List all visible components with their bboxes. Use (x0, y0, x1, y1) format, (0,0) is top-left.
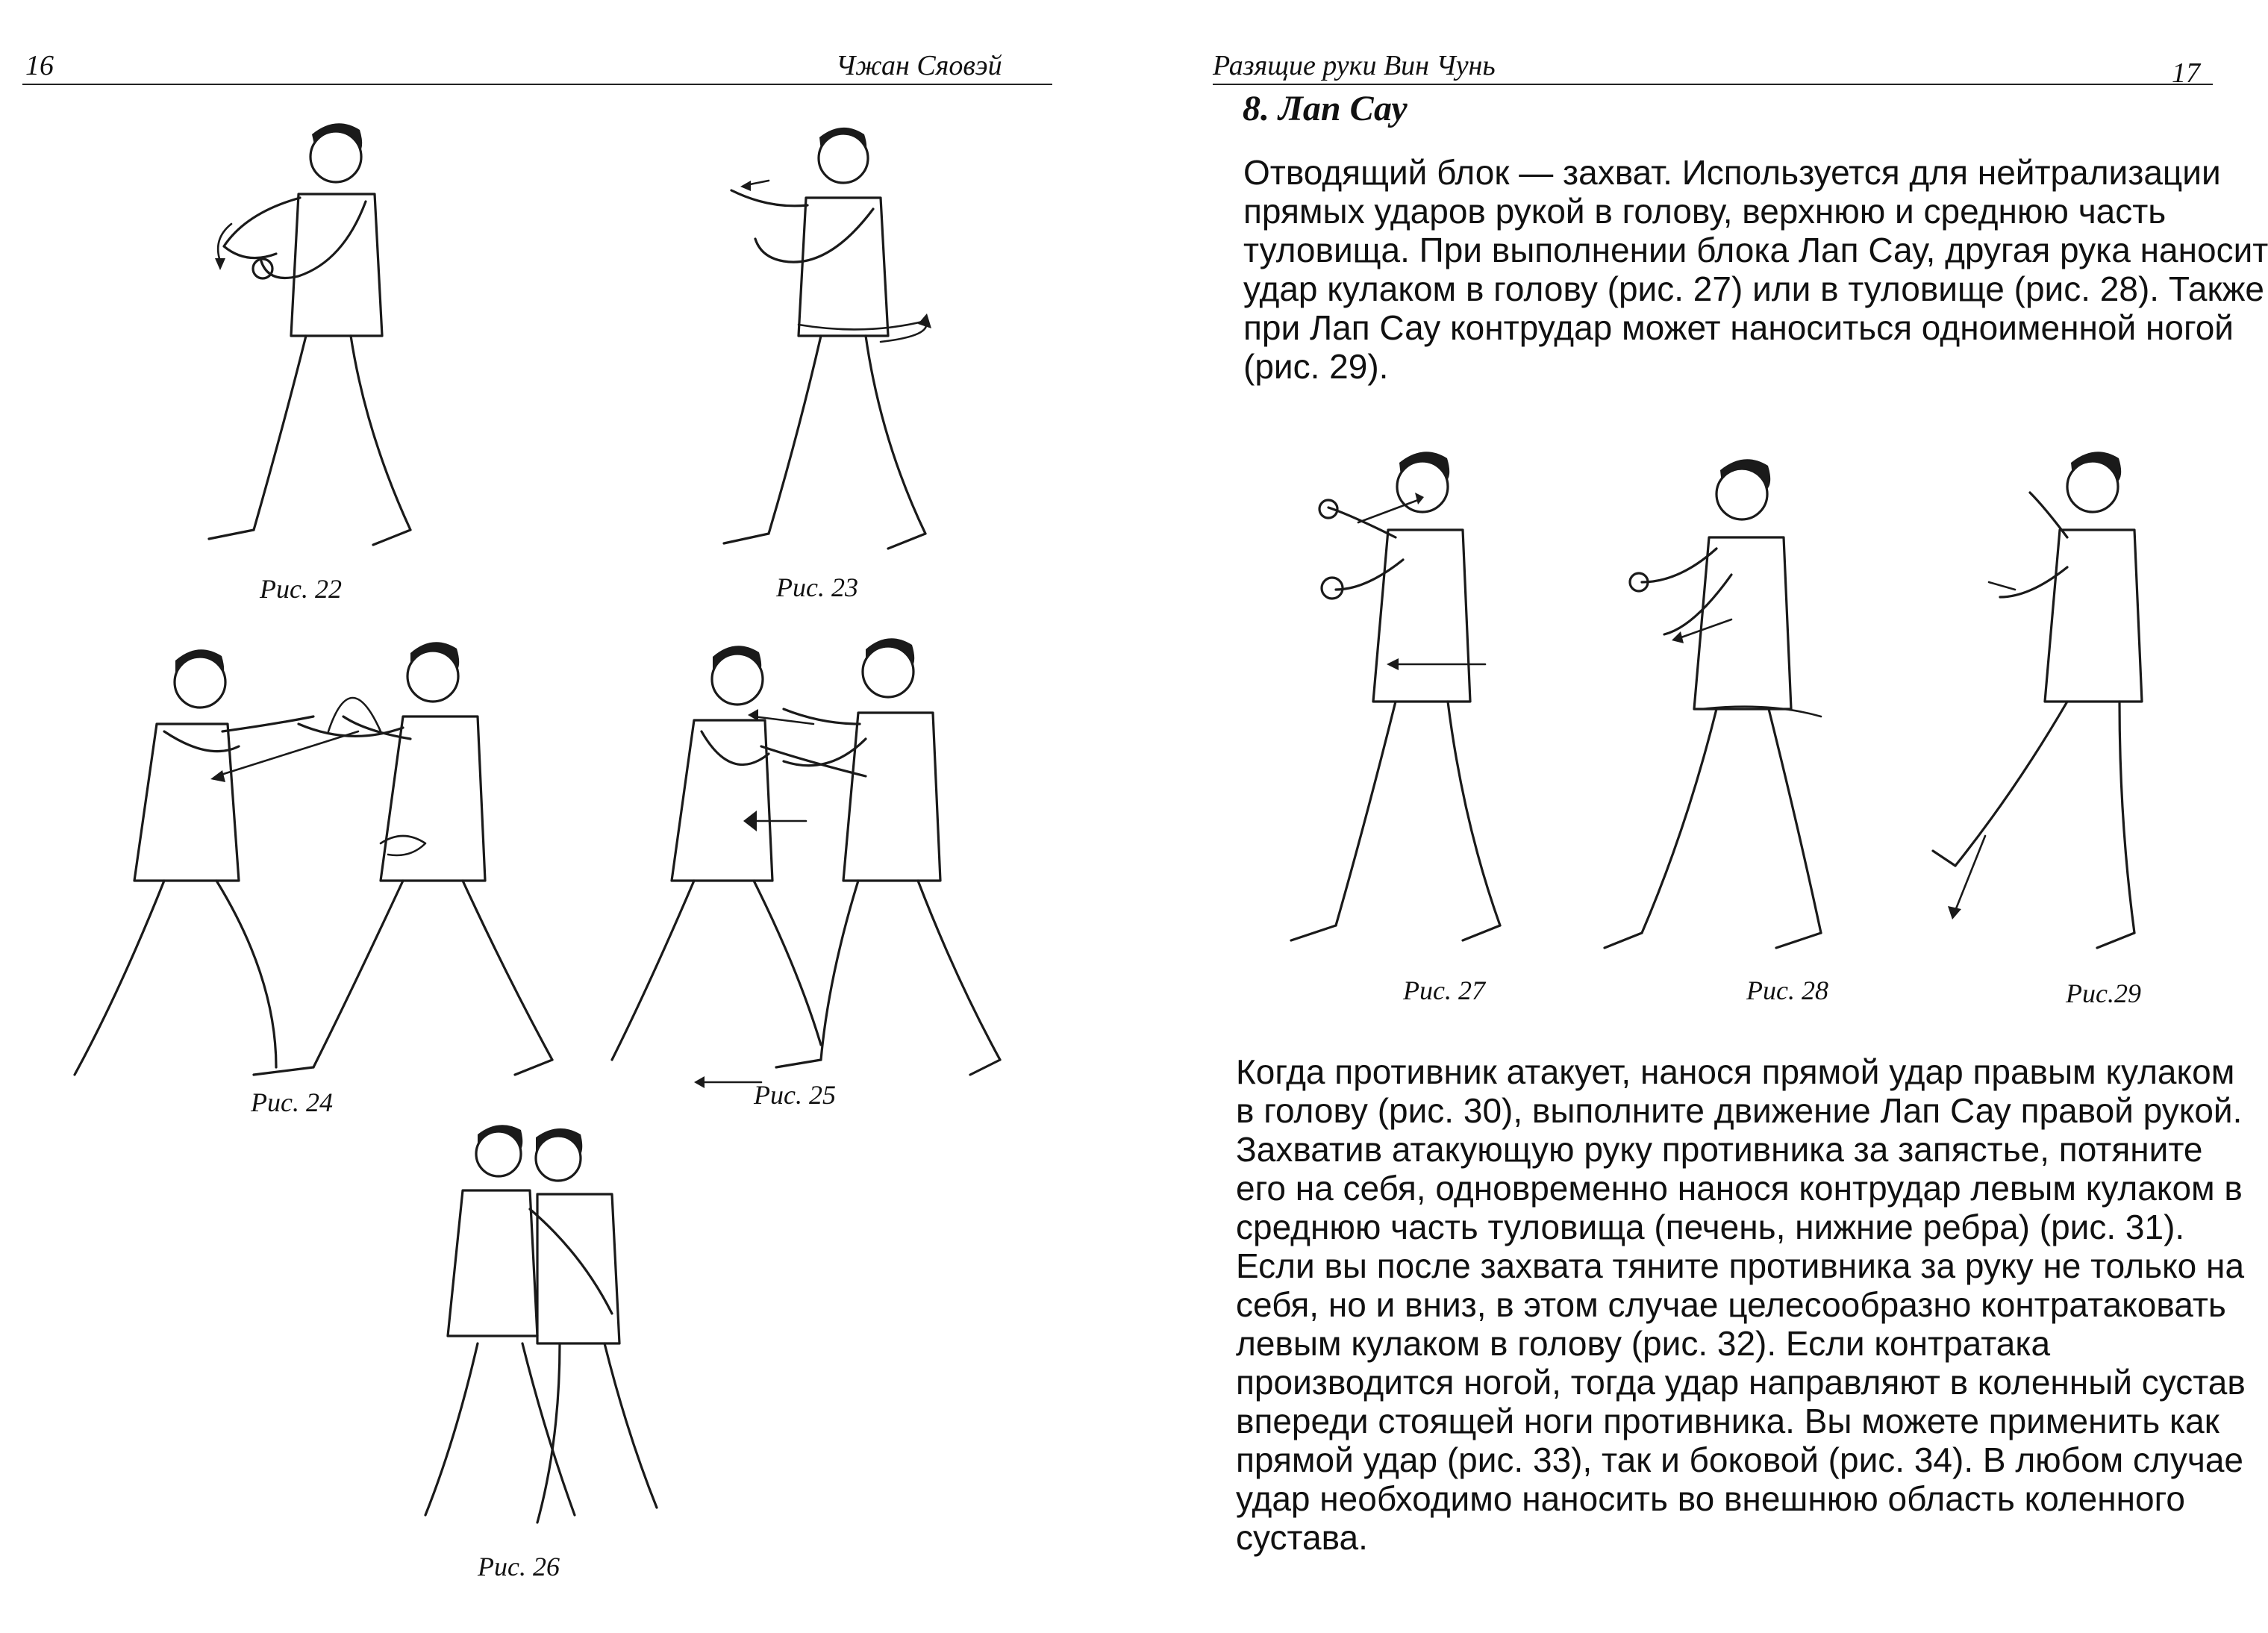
paragraph2-line: Если вы после захвата тяните противника … (1236, 1246, 2245, 1285)
paragraph1-line: прямых ударов рукой в голову, верхнюю и … (1243, 192, 2167, 231)
figure-26-illustration (424, 1125, 658, 1524)
paragraph2-line: Захватив атакующую руку противника за за… (1236, 1130, 2203, 1169)
paragraph2-line: прямой удар (рис. 33), так и боковой (ри… (1236, 1440, 2243, 1479)
paragraph2-line: среднюю часть туловища (печень, нижние р… (1236, 1208, 2185, 1246)
figure-29-caption: Рис.29 (2066, 978, 2141, 1008)
paragraph-lap-sau-description: Отводящий блок — захват. Используется дл… (1208, 153, 2268, 386)
figure-28-caption: Рис. 28 (1746, 975, 1828, 1005)
paragraph2-line: сустава. (1236, 1518, 1368, 1557)
figure-24-illustration (73, 642, 554, 1076)
paragraph2-line: впереди стоящей ноги противника. Вы може… (1236, 1402, 2219, 1440)
paragraph1-line: Отводящий блок — захват. Используется дл… (1243, 153, 2221, 192)
paragraph1-line: (рис. 29). (1243, 347, 1389, 386)
figure-29-illustration (1931, 452, 2143, 949)
figure-25-caption: Рис. 25 (754, 1080, 836, 1110)
figure-22-illustration (207, 123, 412, 546)
paragraph2-line: его на себя, одновременно нанося контруд… (1236, 1169, 2243, 1208)
figure-24-caption: Рис. 24 (251, 1087, 333, 1117)
left-page-number: 16 (25, 50, 54, 81)
figure-22-caption: Рис. 22 (260, 574, 342, 604)
right-header-rule (1213, 84, 2213, 85)
section-title: 8. Лап Сау (1243, 89, 1408, 128)
paragraph1-line: удар кулаком в голову (рис. 27) или в ту… (1243, 269, 2264, 308)
figure-25-illustration (610, 638, 1002, 1088)
paragraph2-line: производится ногой, тогда удар направляю… (1236, 1363, 2246, 1402)
figure-27-illustration (1290, 452, 1502, 942)
paragraph-lap-sau-application: Когда противник атакует, нанося прямой у… (1200, 1052, 2246, 1557)
figure-27-caption: Рис. 27 (1403, 975, 1485, 1005)
paragraph1-line: при Лап Сау контрудар может наноситься о… (1243, 308, 2234, 347)
paragraph2-line: левым кулаком в голову (рис. 32). Если к… (1236, 1324, 2051, 1363)
figure-28-illustration (1603, 459, 1822, 949)
paragraph2-line: Когда противник атакует, нанося прямой у… (1236, 1052, 2235, 1091)
paragraph2-line: себя, но и вниз, в этом случае целесообр… (1236, 1285, 2226, 1324)
paragraph1-line: туловища. При выполнении блока Лап Сау, … (1243, 231, 2268, 269)
right-running-head: Разящие руки Вин Чунь (1213, 50, 1496, 81)
paragraph2-line: в голову (рис. 30), выполните движение Л… (1236, 1091, 2243, 1130)
left-running-head: Чжан Сяовэй (836, 50, 1002, 81)
paragraph2-line: удар необходимо наносить во внешнюю обла… (1236, 1479, 2185, 1518)
figure-26-caption: Рис. 26 (478, 1552, 560, 1582)
figure-23-illustration (722, 127, 931, 550)
left-header-rule (22, 84, 1052, 85)
figure-23-caption: Рис. 23 (776, 572, 858, 602)
